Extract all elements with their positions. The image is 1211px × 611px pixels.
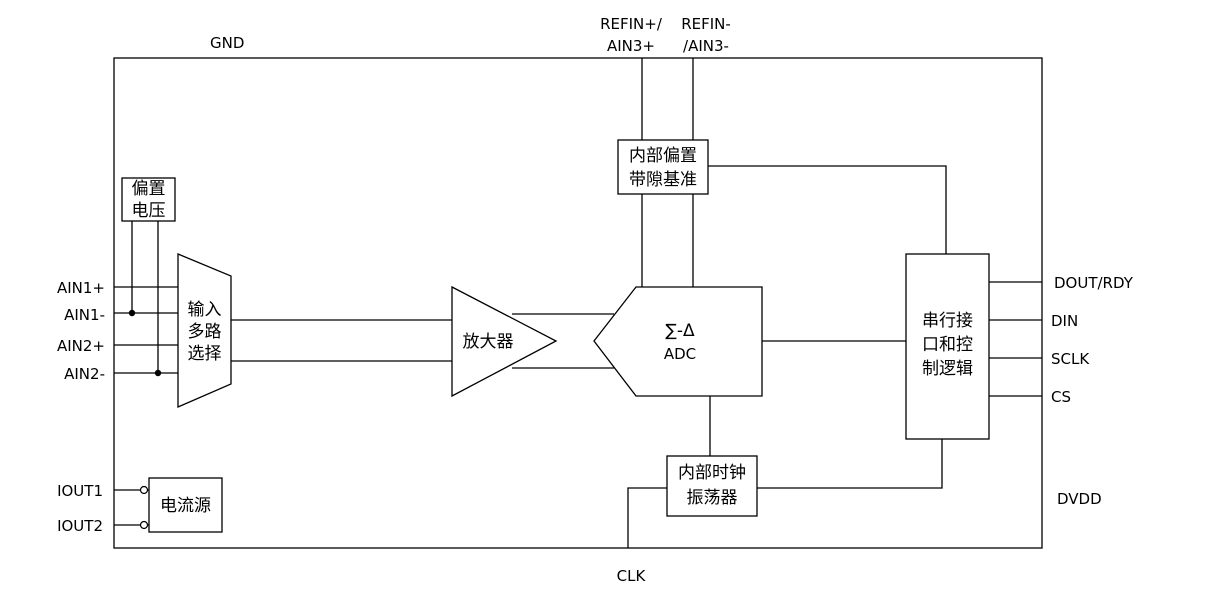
reference-label-line2: 带隙基准 xyxy=(629,170,697,190)
pin-label-gnd: GND xyxy=(210,34,244,52)
serial-label-line3: 制逻辑 xyxy=(922,359,973,379)
oscillator-label-line1: 内部时钟 xyxy=(678,463,746,483)
pin-label-refin-pos-2: AIN3+ xyxy=(607,37,655,55)
output-pin-circle xyxy=(139,520,149,530)
pin-label-din: DIN xyxy=(1051,312,1078,330)
current-source-label: 电流源 xyxy=(160,496,211,516)
pin-label-iout1: IOUT1 xyxy=(57,482,103,500)
wires xyxy=(114,58,1042,548)
amplifier-block: 放大器 xyxy=(451,285,558,398)
bias-voltage-block: 偏置 电压 xyxy=(121,177,176,222)
junction-dot xyxy=(128,309,136,317)
amplifier-label: 放大器 xyxy=(463,332,514,352)
pin-label-dout-rdy: DOUT/RDY xyxy=(1054,274,1134,292)
pin-labels: GND REFIN+/ AIN3+ REFIN- /AIN3- AIN1+ AI… xyxy=(57,15,1134,585)
serial-label-line1: 串行接 xyxy=(922,311,973,331)
pin-label-refin-pos-1: REFIN+/ xyxy=(600,15,663,33)
serial-label-line2: 口和控 xyxy=(922,335,973,355)
output-pin-circle xyxy=(139,485,149,495)
adc-label-line2: ADC xyxy=(664,345,696,363)
pin-label-clk: CLK xyxy=(617,567,647,585)
adc-block: ∑-Δ ADC xyxy=(593,286,763,397)
input-mux-block: 输入 多路 选择 xyxy=(177,253,232,408)
oscillator-label-line2: 振荡器 xyxy=(687,488,738,508)
bias-label-line1: 偏置 xyxy=(132,179,166,199)
oscillator-block: 内部时钟 振荡器 xyxy=(666,455,758,517)
pin-label-cs: CS xyxy=(1051,388,1071,406)
serial-logic-block: 串行接 口和控 制逻辑 xyxy=(905,253,990,440)
mux-label-line2: 多路 xyxy=(188,322,222,342)
pin-label-iout2: IOUT2 xyxy=(57,517,103,535)
pin-label-ain1n: AIN1- xyxy=(64,306,105,324)
pin-label-refin-neg-1: REFIN- xyxy=(681,15,731,33)
current-source-block: 电流源 xyxy=(148,477,223,533)
adc-label-line1: ∑-Δ xyxy=(665,321,695,341)
mux-label-line1: 输入 xyxy=(188,300,222,320)
chip-outline xyxy=(113,57,1043,549)
pin-label-ain2n: AIN2- xyxy=(64,365,105,383)
reference-block: 内部偏置 带隙基准 xyxy=(617,139,709,195)
pin-label-dvdd: DVDD xyxy=(1057,490,1102,508)
junction-dot xyxy=(154,369,162,377)
mux-label-line3: 选择 xyxy=(188,344,222,364)
bias-label-line2: 电压 xyxy=(132,201,166,221)
reference-label-line1: 内部偏置 xyxy=(629,146,697,166)
pin-label-ain1p: AIN1+ xyxy=(57,279,105,297)
pin-label-refin-neg-2: /AIN3- xyxy=(683,37,729,55)
pin-label-ain2p: AIN2+ xyxy=(57,337,105,355)
pin-label-sclk: SCLK xyxy=(1051,350,1090,368)
